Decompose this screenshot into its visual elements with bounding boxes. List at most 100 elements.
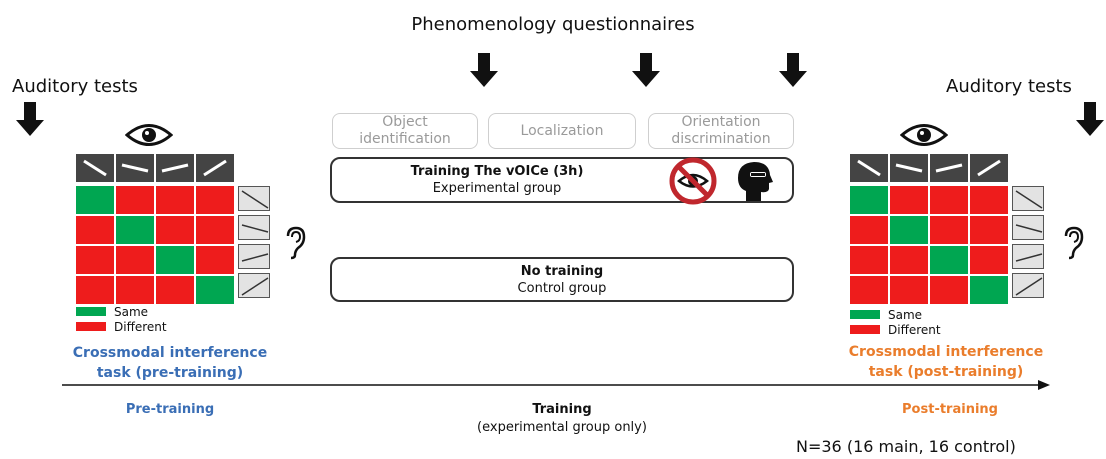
sonogram-icon <box>238 186 270 211</box>
orientation-line-icon <box>970 154 1008 182</box>
matrix-cell-different <box>930 276 968 304</box>
orientation-line-icon <box>76 154 114 182</box>
control-subtitle: Control group <box>517 281 607 296</box>
sonogram-icon <box>238 215 270 240</box>
matrix-cell-different <box>196 246 234 274</box>
matrix-cell-different <box>850 276 888 304</box>
matrix-cell-different <box>850 216 888 244</box>
same-swatch <box>850 310 880 319</box>
matrix-cell-different <box>970 246 1008 274</box>
legend-same: Same <box>850 307 941 322</box>
matrix-cell-same <box>890 216 928 244</box>
matrix-header-row <box>76 154 234 182</box>
legend-different: Different <box>76 319 167 334</box>
subtask-label: Object identification <box>359 114 451 147</box>
sonogram-icon <box>1012 215 1044 240</box>
ear-icon <box>286 226 306 260</box>
experimental-subtitle: Experimental group <box>432 181 562 196</box>
pre-task-line1: Crossmodal interference <box>72 345 268 361</box>
matrix-cell-different <box>76 276 114 304</box>
legend-different: Different <box>850 322 941 337</box>
eye-icon <box>125 124 173 146</box>
auditory-tests-left-label: Auditory tests <box>12 76 138 97</box>
post-legend: Same Different <box>850 307 941 337</box>
timeline-post-label: Post-training <box>902 402 998 417</box>
matrix-cell-same <box>850 186 888 214</box>
matrix-grid <box>76 186 234 304</box>
legend-same: Same <box>76 304 167 319</box>
down-arrow-icon <box>16 102 44 136</box>
post-matrix <box>850 154 1008 304</box>
control-title: No training <box>520 264 604 279</box>
orientation-line-icon <box>156 154 194 182</box>
phenomenology-label: Phenomenology questionnaires <box>411 14 695 35</box>
sample-size-label: N=36 (16 main, 16 control) <box>796 437 1016 456</box>
matrix-cell-different <box>116 246 154 274</box>
subtask-orientation-discrimination: Orientation discrimination <box>648 113 794 149</box>
post-task-line1: Crossmodal interference <box>848 344 1044 360</box>
matrix-cell-different <box>76 216 114 244</box>
sonogram-icon <box>1012 273 1044 298</box>
matrix-cell-different <box>196 186 234 214</box>
different-swatch <box>850 325 880 334</box>
different-swatch <box>76 322 106 331</box>
eye-icon <box>900 124 948 146</box>
matrix-grid <box>850 186 1008 304</box>
matrix-cell-different <box>116 276 154 304</box>
pre-matrix <box>76 154 234 304</box>
subtask-label: Orientation discrimination <box>671 114 771 147</box>
orientation-line-icon <box>196 154 234 182</box>
subtask-localization: Localization <box>488 113 636 149</box>
matrix-cell-same <box>930 246 968 274</box>
matrix-cell-same <box>76 186 114 214</box>
down-arrow-icon <box>779 53 807 87</box>
post-task-title: Crossmodal interference task (post-train… <box>826 342 1066 382</box>
legend-same-label: Same <box>888 307 923 322</box>
matrix-cell-different <box>156 186 194 214</box>
experimental-group-box: Training The vOICe (3h) Experimental gro… <box>330 157 794 203</box>
matrix-cell-different <box>76 246 114 274</box>
matrix-cell-different <box>930 186 968 214</box>
matrix-cell-different <box>970 186 1008 214</box>
timeline-arrow <box>62 380 1050 390</box>
timeline-training-note: (experimental group only) <box>477 420 647 435</box>
pre-legend: Same Different <box>76 304 167 334</box>
matrix-cell-different <box>156 276 194 304</box>
sonogram-icon <box>1012 186 1044 211</box>
no-vision-icon <box>669 157 717 205</box>
post-task-line2: task (post-training) <box>868 364 1024 380</box>
down-arrow-icon <box>1076 102 1104 136</box>
orientation-line-icon <box>116 154 154 182</box>
matrix-cell-different <box>930 216 968 244</box>
head-with-device-icon <box>738 162 773 201</box>
legend-different-label: Different <box>888 322 941 337</box>
matrix-cell-same <box>116 216 154 244</box>
matrix-cell-same <box>156 246 194 274</box>
auditory-tests-right-label: Auditory tests <box>946 76 1072 97</box>
matrix-cell-different <box>890 246 928 274</box>
sonogram-icon <box>1012 244 1044 269</box>
matrix-cell-different <box>850 246 888 274</box>
legend-different-label: Different <box>114 319 167 334</box>
matrix-cell-same <box>196 276 234 304</box>
same-swatch <box>76 307 106 316</box>
matrix-cell-different <box>970 216 1008 244</box>
matrix-cell-different <box>890 276 928 304</box>
orientation-line-icon <box>890 154 928 182</box>
sonogram-column <box>238 186 270 298</box>
matrix-cell-different <box>156 216 194 244</box>
matrix-cell-same <box>970 276 1008 304</box>
control-group-box: No training Control group <box>330 257 794 302</box>
pre-task-line2: task (pre-training) <box>96 365 244 381</box>
timeline-training-label: Training <box>532 402 592 417</box>
down-arrow-icon <box>470 53 498 87</box>
sonogram-icon <box>238 273 270 298</box>
legend-same-label: Same <box>114 304 149 319</box>
sonogram-column <box>1012 186 1044 298</box>
sonogram-icon <box>238 244 270 269</box>
matrix-header-row <box>850 154 1008 182</box>
orientation-line-icon <box>850 154 888 182</box>
matrix-cell-different <box>196 216 234 244</box>
orientation-line-icon <box>930 154 968 182</box>
subtask-label: Localization <box>520 122 604 139</box>
